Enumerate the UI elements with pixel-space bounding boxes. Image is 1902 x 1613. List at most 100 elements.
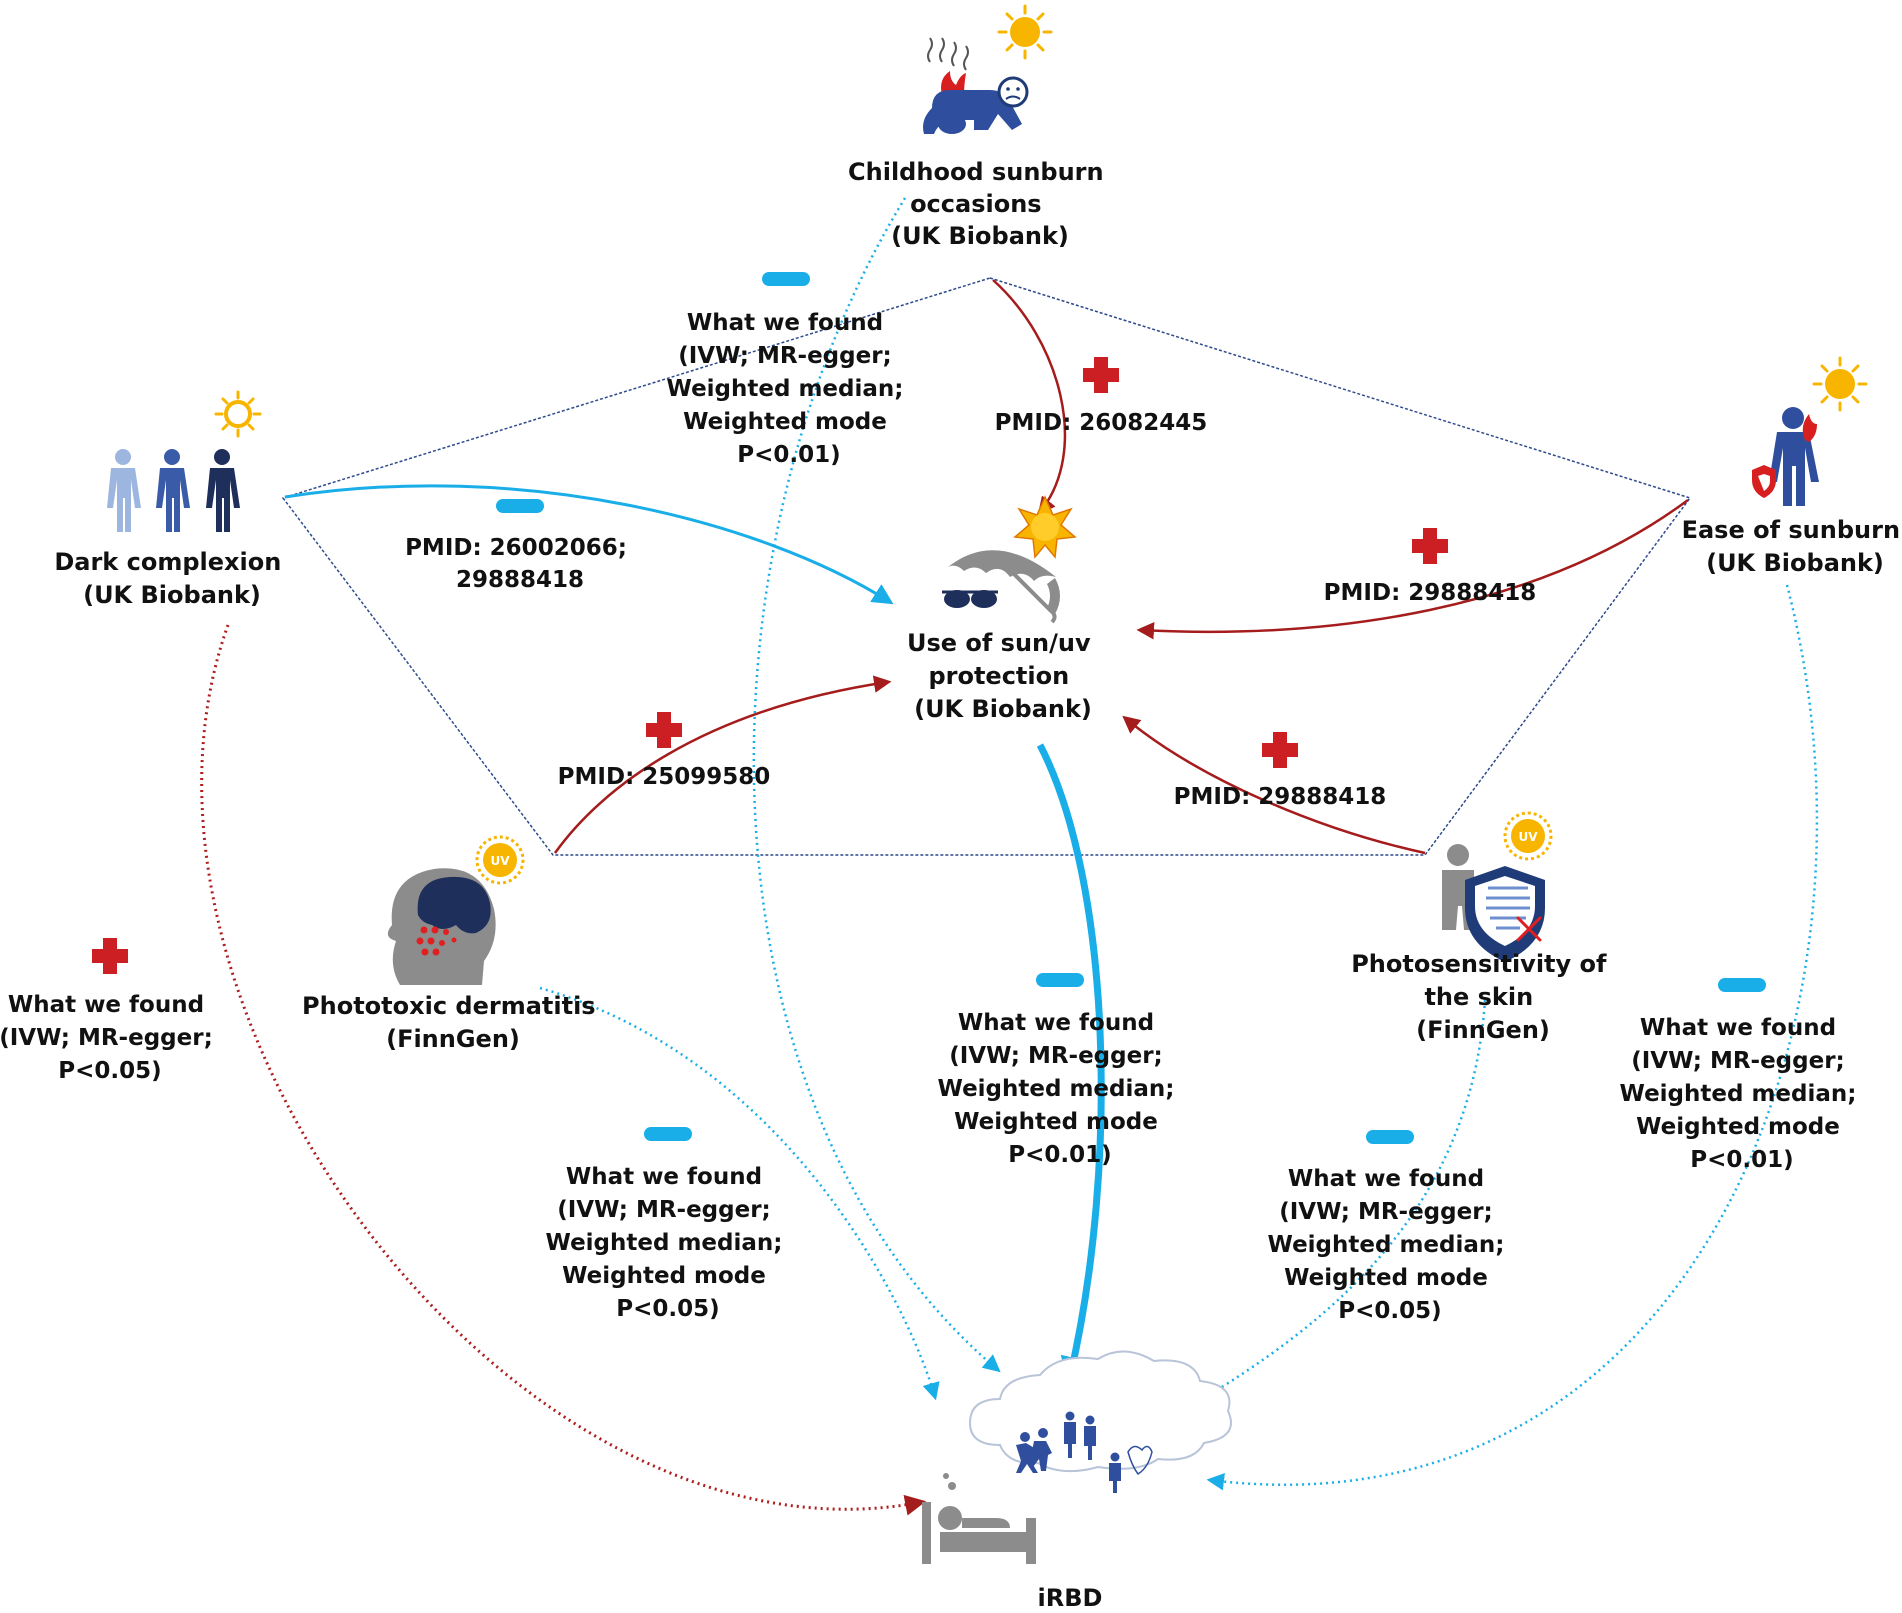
finding-line: (IVW; MR-egger; [557,1197,771,1223]
dotted-photosensitivity-to-irbd [1185,999,1487,1410]
node-label-line: Dark complexion [54,548,281,576]
finding-line: P<0.01) [1008,1142,1111,1168]
sun-icon [214,390,262,438]
pmid-line: 29888418 [456,567,584,593]
finding-photosensitivity: What we found (IVW; MR-egger; Weighted m… [1268,1166,1513,1324]
plus-icon [646,712,682,748]
dotted-dark-to-irbd [200,624,927,1516]
svg-text:PMID: 26082445: PMID: 26082445 [995,410,1208,436]
node-label-line: (UK Biobank) [891,222,1069,250]
finding-line: P<0.05) [1338,1298,1441,1324]
finding-protection: What we found (IVW; MR-egger; Weighted m… [938,1010,1183,1168]
finding-line: Weighted median; [667,376,904,402]
finding-line: What we found [8,992,204,1018]
finding-ease: What we found (IVW; MR-egger; Weighted m… [1620,1015,1865,1173]
svg-text:Phototoxic dermatitis (F: Phototoxic dermatitis (FinnGen) [302,992,604,1053]
pmid-line: PMID: 29888418 [1324,580,1537,606]
arrow-phototoxic-to-protection [553,675,892,854]
finding-line: What we found [1640,1015,1836,1041]
node-label-line: Ease of sunburn [1682,516,1900,544]
finding-line: Weighted mode [683,409,887,435]
sunglasses-icon [942,590,998,608]
svg-text:PMID: 26002066; 29888418: PMID: 26002066; 29888418 [405,535,635,593]
uv-label: UV [490,854,510,868]
sun-icon [1013,495,1077,559]
minus-icon [1718,978,1766,992]
finding-dark: What we found (IVW; MR-egger; P<0.05) [0,992,221,1084]
plus-icon [92,938,128,974]
dotted-childhood-to-irbd [752,197,1001,1373]
node-label-line: (UK Biobank) [1706,549,1884,577]
shield-person-icon [1442,844,1545,962]
node-label-line: (UK Biobank) [83,581,261,609]
finding-line: P<0.01) [737,442,840,468]
arrow-dark-to-protection [284,484,894,605]
pmid-line: PMID: 26002066; [405,535,627,561]
dream-cloud-icon [968,1350,1232,1493]
node-label-line: Childhood sunburn [848,158,1104,186]
node-label-line: (FinnGen) [386,1025,520,1053]
node-label-line: occasions [910,190,1042,218]
node-phototoxic-dermatitis: Phototoxic dermatitis (FinnGen) [302,992,604,1053]
svg-text:What we found (IVW; MR-e: What we found (IVW; MR-egger; Weighted m… [546,1164,791,1322]
finding-line: Weighted median; [1268,1232,1505,1258]
node-photosensitivity: Photosensitivity of the skin (FinnGen) [1351,950,1615,1044]
pmid-label-photosensitivity: PMID: 29888418 [1174,784,1387,810]
svg-text:What we found (IVW; MR-e: What we found (IVW; MR-egger; Weighted m… [938,1010,1183,1168]
exposure-pentagon [281,277,1692,856]
pmid-line: PMID: 25099580 [558,764,771,790]
svg-text:What we found (IVW; MR-e: What we found (IVW; MR-egger; Weighted m… [1620,1015,1865,1173]
bed-icon [922,1473,1036,1564]
finding-line: (IVW; MR-egger; [949,1043,1163,1069]
node-childhood-sunburn: Childhood sunburn occasions (UK Biobank) [848,158,1104,250]
arrow-protection-to-irbd [1036,743,1105,1386]
node-label-line: Use of sun/uv [907,629,1091,657]
pmid-line: PMID: 26082445 [995,410,1208,436]
node-sun-protection: Use of sun/uv protection (UK Biobank) [907,629,1092,723]
svg-text:Photosensitivity of the: Photosensitivity of the skin (FinnGen) [1351,950,1615,1044]
sun-icon [1812,356,1868,412]
plus-icon [1412,528,1448,564]
node-label-line: (UK Biobank) [914,695,1092,723]
svg-text:PMID: 25099580: PMID: 25099580 [558,764,771,790]
svg-text:iRBD: iRBD [1038,1584,1103,1612]
finding-line: Weighted median; [1620,1081,1857,1107]
finding-line: Weighted mode [954,1109,1158,1135]
node-label-line: (FinnGen) [1416,1016,1550,1044]
finding-line: P<0.05) [616,1296,719,1322]
arrow-photosensitivity-to-protection [1122,715,1426,855]
head-brain-icon [387,868,496,985]
uv-sun-icon: UV [1503,811,1553,861]
pmid-label-ease: PMID: 29888418 [1324,580,1537,606]
svg-text:What we found (IVW; MR-e: What we found (IVW; MR-egger; Weighted m… [1268,1166,1513,1324]
svg-text:PMID: 29888418: PMID: 29888418 [1174,784,1387,810]
node-irbd: iRBD [1038,1584,1103,1612]
sun-icon [997,4,1053,60]
finding-line: What we found [958,1010,1154,1036]
finding-line: What we found [687,310,883,336]
crawling-child-icon [923,37,1029,134]
arrow-ease-to-protection [1136,498,1689,640]
minus-icon [1366,1130,1414,1144]
minus-icon [496,499,544,513]
node-label-line: Photosensitivity of [1351,950,1607,978]
umbrella-icon [948,550,1060,624]
finding-line: What we found [1288,1166,1484,1192]
finding-line: Weighted mode [1636,1114,1840,1140]
node-ease-of-sunburn: Ease of sunburn (UK Biobank) [1682,516,1902,577]
people-icon [107,449,240,532]
node-label-line: the skin [1424,983,1533,1011]
svg-text:PMID: 29888418: PMID: 29888418 [1324,580,1537,606]
uv-sun-icon: UV [475,835,525,885]
person-burn-icon [1752,407,1819,506]
svg-text:What we found (IVW; MR-e: What we found (IVW; MR-egger; P<0.05) [0,992,221,1084]
svg-text:Ease of sunburn (UK Biob: Ease of sunburn (UK Biobank) [1682,516,1902,577]
minus-icon [644,1127,692,1141]
minus-icon [762,272,810,286]
plus-icon [1262,732,1298,768]
node-dark-complexion: Dark complexion (UK Biobank) [54,548,281,609]
plus-icon [1083,357,1119,393]
svg-text:What we found (IVW; MR-e: What we found (IVW; MR-egger; Weighted m… [667,310,912,468]
arrow-childhood-to-protection [992,279,1067,515]
